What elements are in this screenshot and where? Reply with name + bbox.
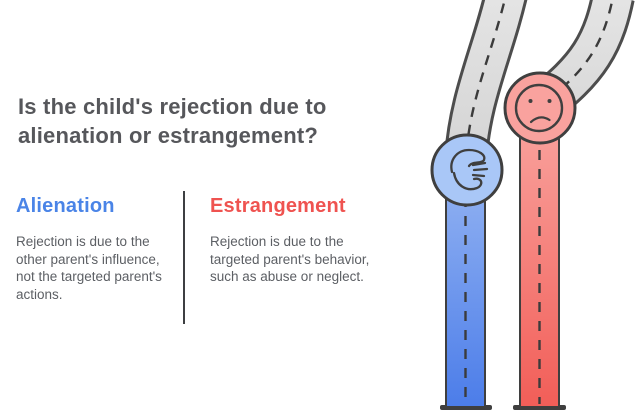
estrangement-description: Rejection is due to the targeted parent'… [210, 234, 370, 284]
blue-road-end-bar [440, 405, 492, 410]
sad-face-icon [514, 83, 564, 133]
estrangement-node [503, 71, 577, 145]
alienation-heading: Alienation [16, 195, 115, 217]
alienation-node [430, 133, 504, 207]
estrangement-column: Estrangement Rejection is due to the tar… [210, 195, 372, 286]
alienation-description: Rejection is due to the other parent's i… [16, 234, 162, 302]
alienation-column: Alienation Rejection is due to the other… [16, 195, 164, 303]
alienation-circle [430, 133, 504, 207]
red-road-end-bar [513, 405, 566, 410]
column-divider [183, 191, 185, 324]
estrangement-heading: Estrangement [210, 195, 346, 217]
page-title: Is the child's rejection due to alienati… [18, 94, 327, 148]
whisper-hand-icon [450, 148, 489, 191]
